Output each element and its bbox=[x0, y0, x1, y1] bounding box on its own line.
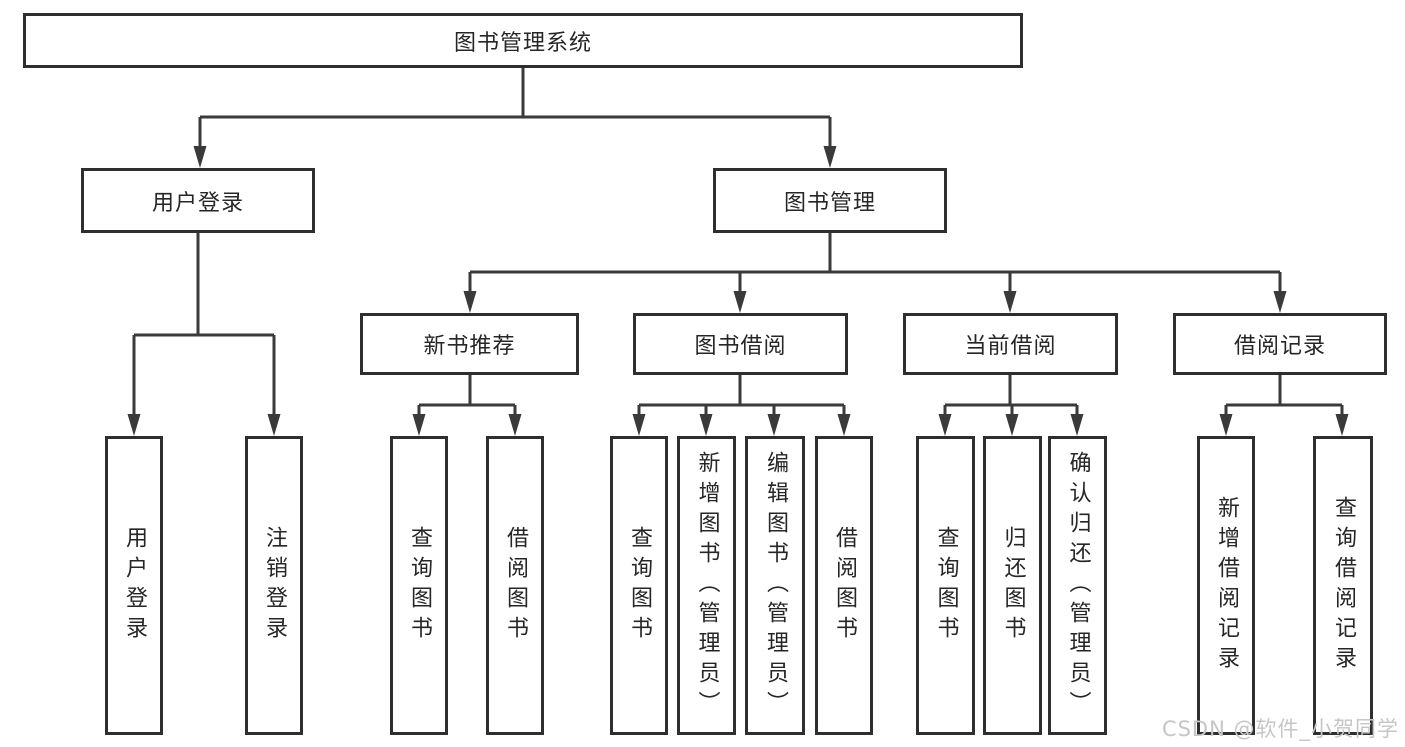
arrowheads bbox=[127, 146, 1349, 436]
leaf-edit-books-admin: 编辑图书（管理员） bbox=[745, 436, 805, 735]
node-label: 新书推荐 bbox=[423, 334, 516, 359]
node-label: 注销登录 bbox=[262, 525, 287, 646]
csdn-watermark: CSDN @软件_小贺同学 bbox=[1161, 717, 1399, 741]
node-label: 图书管理系统 bbox=[453, 30, 592, 56]
node-label: 新增图书（管理员） bbox=[694, 450, 720, 721]
node-label: 确认归还（管理员） bbox=[1065, 450, 1091, 721]
node-label: 当前借阅 bbox=[964, 334, 1057, 359]
node-label: 新增借阅记录 bbox=[1214, 495, 1239, 676]
node-new-book-recommend: 新书推荐 bbox=[360, 313, 579, 375]
node-current-borrowing: 当前借阅 bbox=[903, 313, 1118, 375]
leaf-query-books-current: 查询图书 bbox=[916, 436, 975, 735]
leaf-query-books-borrow: 查询图书 bbox=[610, 436, 668, 735]
node-label: 借阅图书 bbox=[503, 525, 528, 646]
leaf-user-login: 用户登录 bbox=[105, 436, 163, 735]
leaf-add-books-admin: 新增图书（管理员） bbox=[677, 436, 736, 735]
node-library-management-system: 图书管理系统 bbox=[23, 13, 1023, 68]
node-book-management: 图书管理 bbox=[713, 168, 947, 233]
node-user-login: 用户登录 bbox=[81, 168, 315, 233]
leaf-return-books: 归还图书 bbox=[983, 436, 1042, 735]
node-borrowing-records: 借阅记录 bbox=[1173, 313, 1387, 375]
node-label: 图书管理 bbox=[783, 190, 876, 216]
node-label: 借阅记录 bbox=[1233, 334, 1326, 359]
node-label: 查询图书 bbox=[627, 525, 652, 646]
node-book-borrowing: 图书借阅 bbox=[633, 313, 848, 375]
leaf-add-borrow-record: 新增借阅记录 bbox=[1197, 436, 1255, 735]
node-label: 用户登录 bbox=[122, 525, 147, 646]
leaf-borrow-books: 借阅图书 bbox=[815, 436, 873, 735]
node-label: 查询图书 bbox=[933, 525, 959, 646]
leaf-confirm-return-admin: 确认归还（管理员） bbox=[1048, 436, 1107, 735]
leaf-query-borrow-record: 查询借阅记录 bbox=[1313, 436, 1373, 735]
node-label: 图书借阅 bbox=[694, 334, 787, 359]
node-label: 查询借阅记录 bbox=[1331, 495, 1356, 676]
leaf-logout: 注销登录 bbox=[245, 436, 303, 735]
node-label: 用户登录 bbox=[151, 190, 244, 216]
node-label: 编辑图书（管理员） bbox=[763, 450, 788, 721]
node-label: 查询图书 bbox=[407, 525, 432, 646]
leaf-borrow-books-recommend: 借阅图书 bbox=[486, 436, 544, 735]
node-label: 借阅图书 bbox=[832, 525, 857, 646]
node-label: 归还图书 bbox=[1000, 525, 1026, 646]
leaf-query-books-recommend: 查询图书 bbox=[390, 436, 448, 735]
